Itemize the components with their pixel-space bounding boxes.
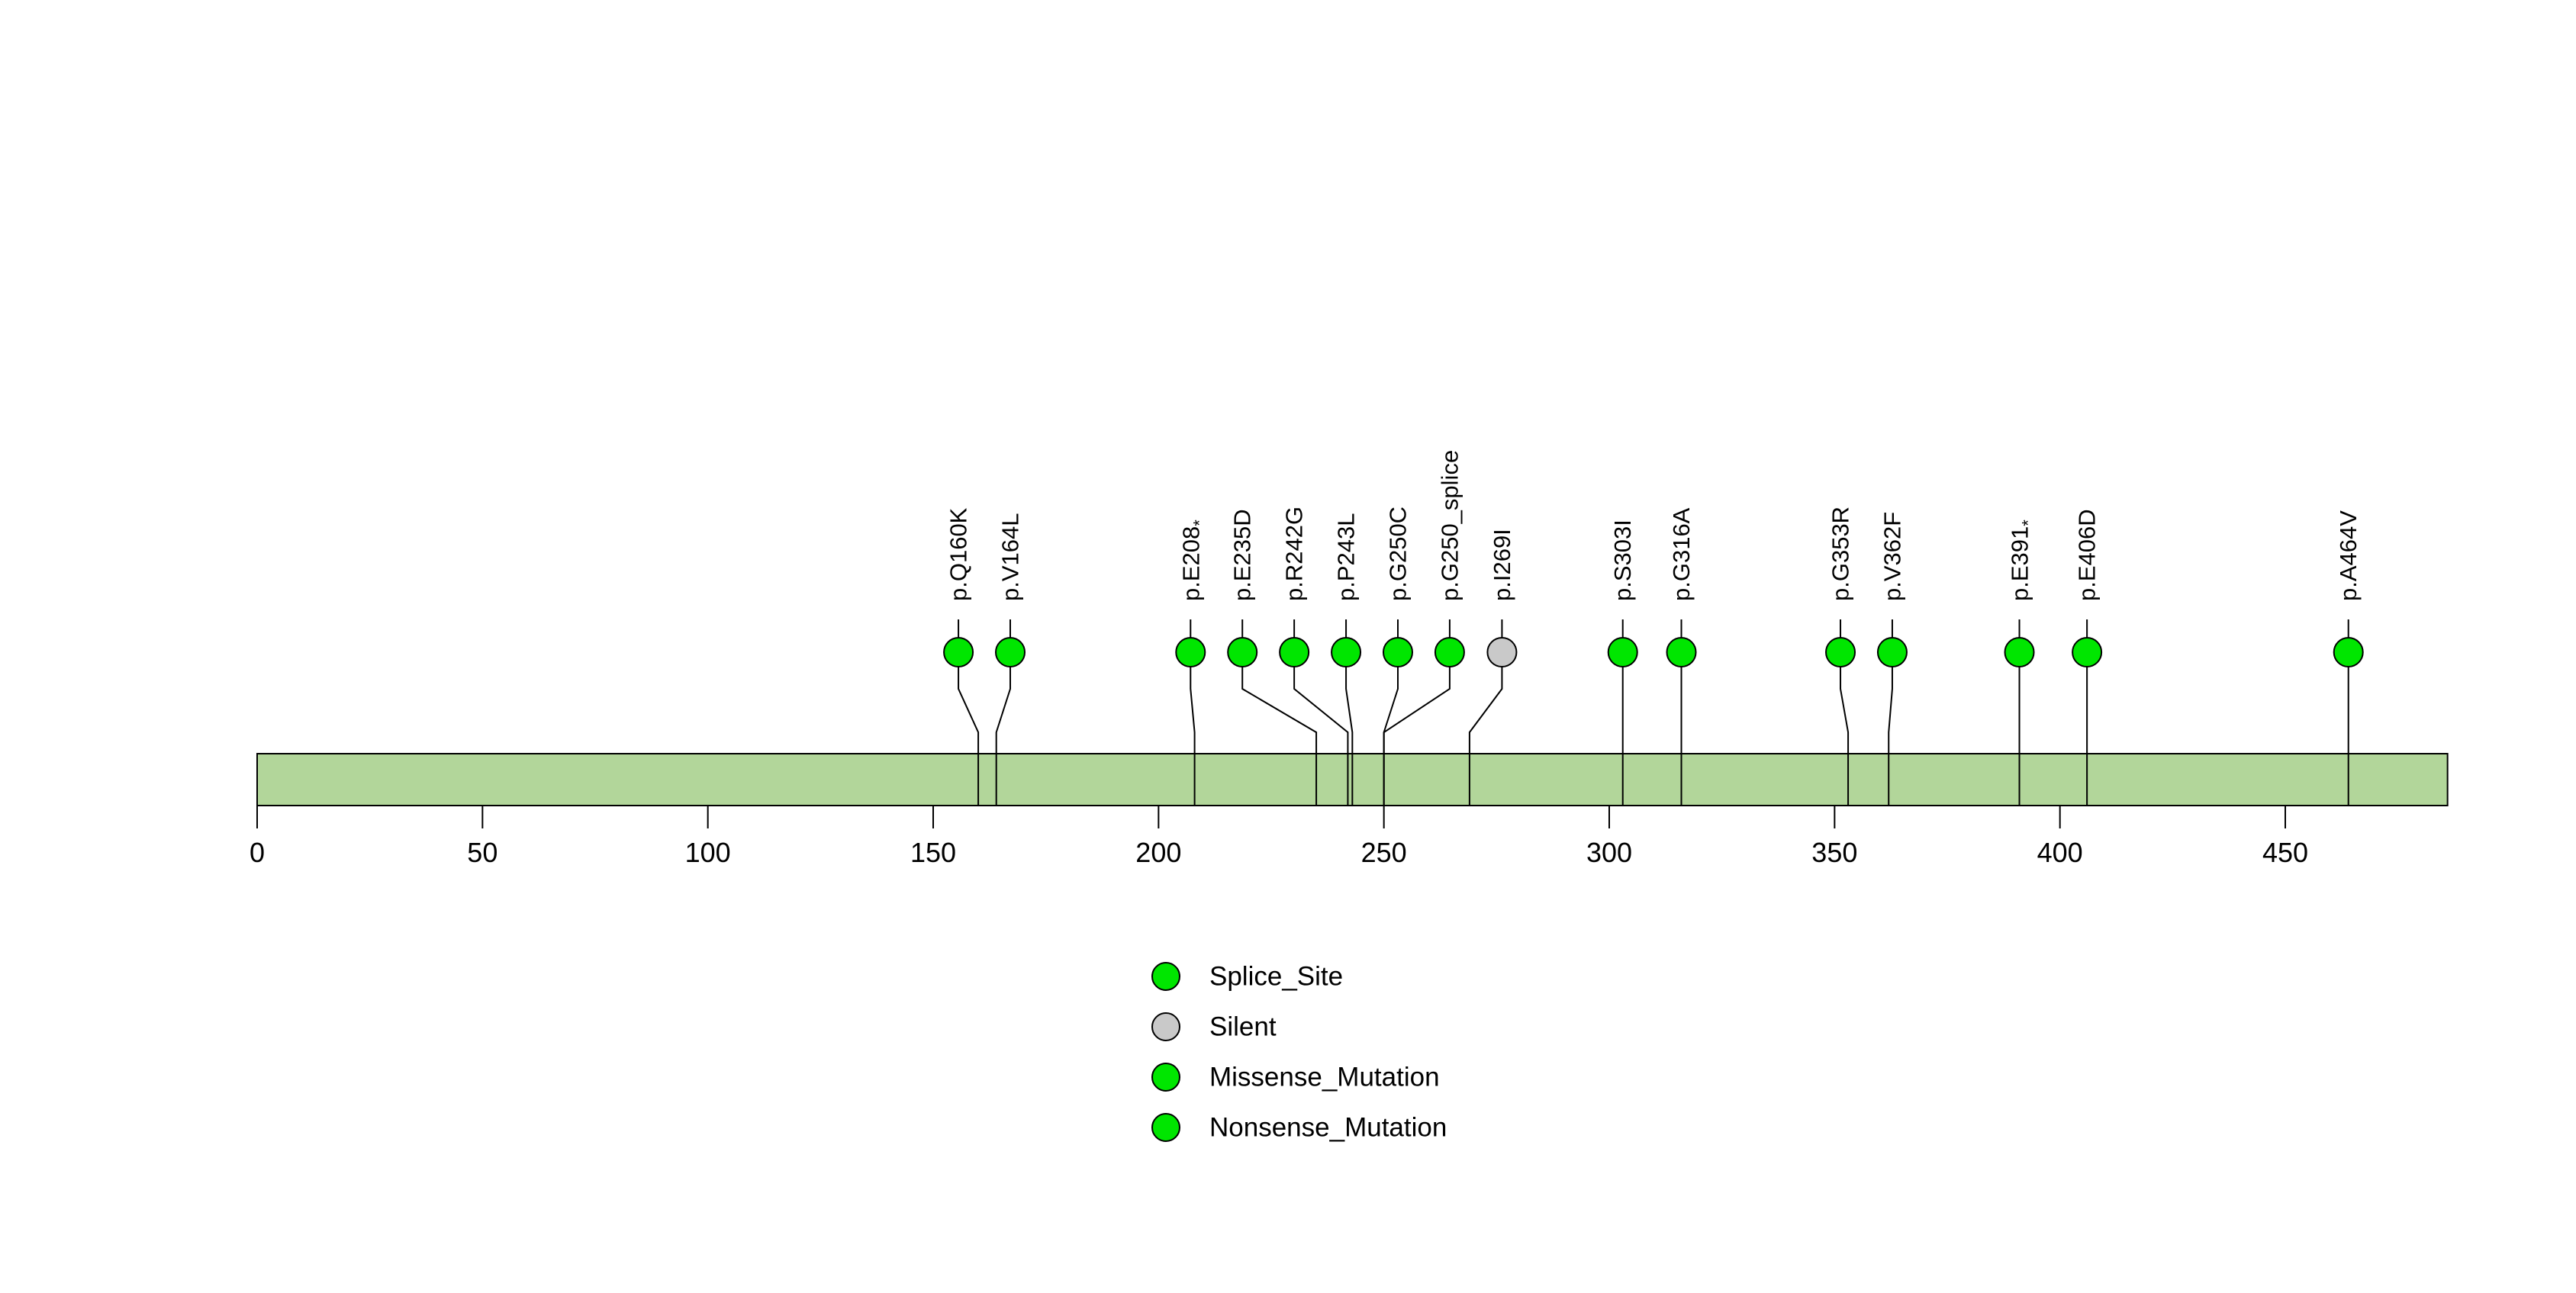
mutation-point-circle <box>1279 637 1310 667</box>
mutation-label: p.Q160K <box>945 507 972 601</box>
legend-swatch <box>1151 1063 1180 1092</box>
mutation-label: p.G316A <box>1668 507 1695 601</box>
mutation-label: p.P243L <box>1333 513 1360 602</box>
lollipop-stick <box>1293 667 1349 754</box>
legend-item: Splice_Site <box>1151 962 1343 992</box>
mutation-point-circle <box>2072 637 2103 667</box>
stick-overlay-group <box>977 754 2349 806</box>
legend-item: Missense_Mutation <box>1151 1063 1440 1092</box>
mutation-label: p.G250C <box>1384 507 1411 601</box>
mutation-label: p.E391* <box>2006 519 2037 601</box>
axis-tick-label: 100 <box>685 837 731 868</box>
mutation-point-circle <box>1175 637 1206 667</box>
legend-swatch <box>1151 1113 1180 1142</box>
mutation-label: p.V362F <box>1879 512 1905 601</box>
axis-tick-label: 250 <box>1361 837 1407 868</box>
mutation-label: p.G353R <box>1827 507 1854 601</box>
mutation-label: p.V164L <box>997 513 1024 602</box>
lollipop-stick <box>958 667 980 754</box>
axis-tick-label: 150 <box>910 837 956 868</box>
lollipop-stick <box>1241 667 1318 754</box>
axis-tick-label: 400 <box>2037 837 2083 868</box>
mutation-point-circle <box>1434 637 1465 667</box>
axis-tick-label: 300 <box>1586 837 1632 868</box>
legend-swatch <box>1151 962 1180 991</box>
mutation-point-circle <box>1876 637 1908 667</box>
mutation-label: p.E406D <box>2074 509 2101 601</box>
mutation-label: p.E208* <box>1177 519 1209 601</box>
mutation-points-group <box>943 619 2364 667</box>
lollipop-stick <box>1345 667 1354 754</box>
legend-item: Nonsense_Mutation <box>1151 1113 1447 1143</box>
mutation-point-circle <box>2004 637 2035 667</box>
legend-label: Nonsense_Mutation <box>1209 1113 1447 1143</box>
axis-tick-label: 0 <box>250 837 265 868</box>
mutation-point-circle <box>1666 637 1697 667</box>
mutation-label: p.R242G <box>1281 507 1308 601</box>
mutation-point-circle <box>1825 637 1856 667</box>
legend-label: Splice_Site <box>1209 962 1343 992</box>
lollipop-stick <box>1383 667 1399 754</box>
mutation-point-circle <box>1382 637 1413 667</box>
mutation-point-circle <box>1227 637 1258 667</box>
lollipop-stick <box>1190 667 1196 754</box>
x-axis-group: 0 50 100 150 200 250 300 350 400 450 <box>250 806 2308 868</box>
mutation-label: p.I269I <box>1489 529 1515 601</box>
mutation-labels-group: p.Q160K p.V164L p.E208* p.E235D p.R242G p.P24… <box>945 450 2362 601</box>
mutation-point-circle <box>943 637 974 667</box>
axis-tick-label: 350 <box>1811 837 1857 868</box>
lollipop-stick <box>1383 667 1451 754</box>
legend-label: Missense_Mutation <box>1209 1063 1440 1092</box>
legend-swatch <box>1151 1012 1180 1041</box>
mutation-label: p.S303I <box>1609 519 1636 601</box>
mutation-point-circle <box>995 637 1026 667</box>
axis-tick-label: 50 <box>467 837 497 868</box>
legend-group: Splice_SiteSilentMissense_MutationNonsen… <box>1151 962 1447 1143</box>
lollipop-stick <box>1840 667 1850 754</box>
mutation-label: p.G250_splice <box>1436 450 1463 601</box>
mutation-point-circle <box>1486 637 1518 667</box>
legend-label: Silent <box>1209 1012 1277 1042</box>
mutation-point-circle <box>1331 637 1362 667</box>
axis-tick-label: 450 <box>2262 837 2308 868</box>
mutation-point-circle <box>1607 637 1638 667</box>
lollipop-sticks-group <box>958 667 2349 754</box>
mutation-label: p.A464V <box>2335 510 2362 601</box>
mutation-label: p.E235D <box>1229 509 1256 601</box>
lollipop-stick <box>995 667 1012 754</box>
axis-tick-label: 200 <box>1135 837 1181 868</box>
lollipop-stick <box>1888 667 1893 754</box>
mutation-point-circle <box>2333 637 2364 667</box>
lollipop-stick <box>1468 667 1503 754</box>
legend-item: Silent <box>1151 1012 1277 1042</box>
